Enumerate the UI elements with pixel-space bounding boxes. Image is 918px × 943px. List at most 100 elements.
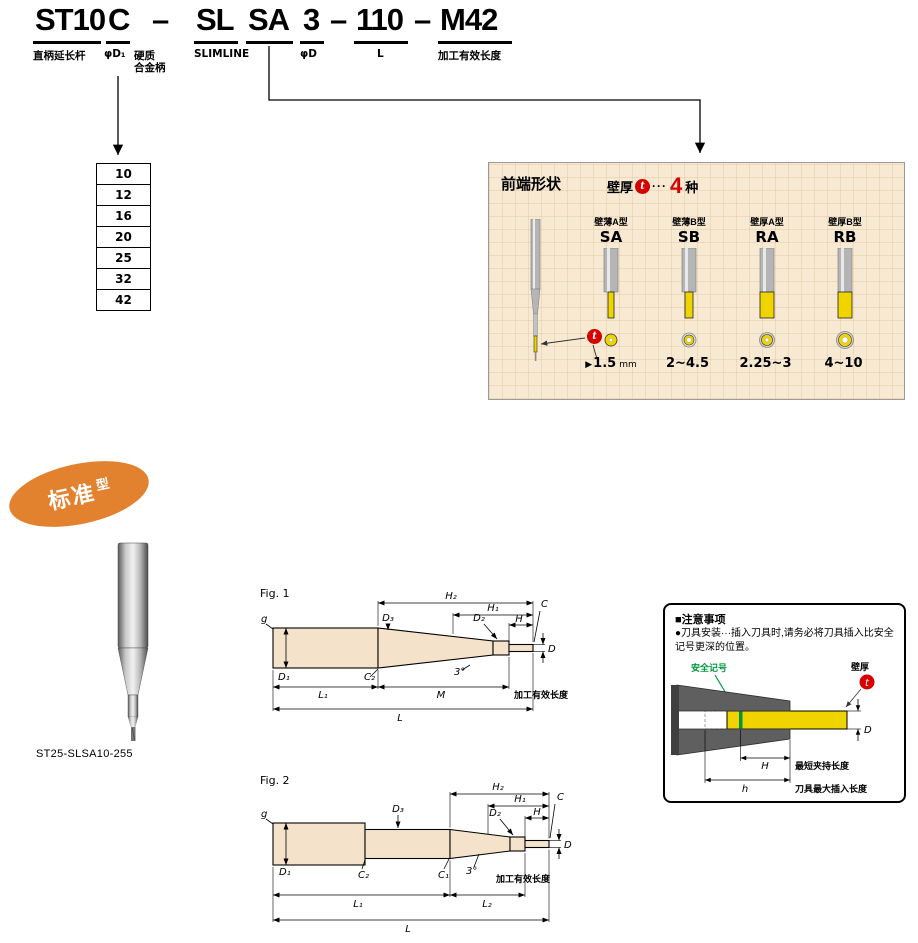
tip-category: 壁薄B型	[672, 217, 706, 227]
wall-t-text: t	[865, 678, 870, 689]
fig1-tool-outline	[272, 627, 534, 669]
fig2-dim-l: L	[405, 924, 411, 935]
tip-shape-rb-image	[836, 248, 854, 349]
max-insert-label: 刀具最大插入长度	[795, 783, 868, 795]
label-carbide-1: 硬质	[134, 50, 155, 62]
d1-option-table: 10 12 16 20 25 32 42	[96, 163, 151, 311]
code-dash-1: –	[152, 2, 169, 37]
product-photo	[117, 542, 149, 741]
tip-code: SA	[599, 228, 623, 246]
fig2-dim-d2: D₂	[489, 808, 501, 819]
fig1-dim-g: g	[261, 614, 267, 625]
label-phi-d: φD	[300, 48, 317, 60]
sample-tool-image	[530, 219, 541, 361]
tip-type-rb: 壁厚B型 RB 4~10	[810, 215, 880, 371]
underline-slimline	[194, 41, 238, 44]
notes-dim-d: D	[864, 725, 872, 736]
tip-code: SB	[677, 228, 701, 246]
fig2-dim-d: D	[564, 840, 572, 851]
tip-shape-ra-image	[759, 248, 775, 348]
code-dash-2: –	[330, 2, 347, 37]
fig1-dim-c: C	[541, 599, 548, 610]
min-clamp-label: 最短夹持长度	[795, 760, 850, 772]
notes-dim-h-upper: H	[761, 761, 769, 772]
fig2-dim-d1: D₁	[279, 867, 291, 878]
fig2-dimension-lines	[265, 791, 562, 923]
fig1-dim-d2: D₂	[473, 613, 485, 624]
fig2-dim-l2: L₂	[482, 899, 492, 910]
fig2-dim-d3: D₃	[392, 804, 404, 815]
underline-diameter	[300, 41, 324, 44]
wall-t-marker: t	[587, 329, 602, 344]
code-series: ST10	[35, 2, 106, 37]
underline-series	[33, 41, 101, 44]
fig1-dim-l1: L₁	[318, 690, 328, 701]
tip-shape-sa-image	[603, 248, 619, 347]
wall-suffix: 种	[685, 179, 699, 195]
wall-thickness-label: 壁厚	[851, 661, 869, 673]
notes-drawing: 安全记号 壁厚 t D H 最短夹持长度	[671, 661, 875, 795]
tip-category: 壁薄A型	[594, 217, 628, 227]
tip-code: RA	[755, 228, 779, 246]
holder-cross-section	[671, 684, 848, 756]
fig2-dim-l1: L₁	[353, 899, 363, 910]
d1-option: 10	[96, 163, 151, 185]
code-dash-3: –	[414, 2, 431, 37]
fig2-dim-h: H	[533, 807, 541, 818]
tip-code: RB	[833, 228, 857, 246]
fig1-dim-eff: 加工有效长度	[513, 689, 569, 701]
tip-type-ra: 壁厚A型 RA 2.25~3	[732, 215, 802, 371]
fig2-dim-c: C	[557, 792, 564, 803]
fig1-dim-d3: D₃	[382, 613, 394, 624]
fig2-tool-outline	[272, 822, 550, 866]
tip-shape-sb-image	[681, 248, 697, 348]
fig2-drawing: Fig. 2	[260, 774, 572, 935]
underline-eff-length	[438, 41, 512, 44]
tip-wall-range: 4~10	[824, 356, 863, 371]
tip-category: 壁厚B型	[828, 217, 862, 227]
tip-wall-range: 2~4.5	[666, 356, 709, 371]
d1-option: 20	[96, 226, 151, 248]
code-slimline: SL	[196, 2, 235, 37]
label-eff-length: 加工有效长度	[438, 50, 501, 62]
standard-type-badge: 标准 型	[3, 449, 155, 539]
d1-option: 32	[96, 268, 151, 290]
code-length: 110	[356, 2, 404, 37]
fig1-dim-m: M	[437, 690, 446, 701]
tip-wall-range: ▶ 1.5 mm	[585, 356, 637, 371]
fig2-dim-c1: C₁	[438, 870, 449, 881]
pointer-icon: ▶	[585, 360, 593, 370]
tip-shape-panel: 前端形状 壁厚 t ··· 4 种 t	[488, 162, 905, 400]
fig2-dim-c2: C₂	[358, 870, 369, 881]
fig1-drawing: Fig. 1	[260, 587, 569, 724]
fig1-dim-l: L	[397, 713, 403, 724]
code-tip-type: SA	[248, 2, 290, 37]
tip-type-sb: 壁薄B型 SB 2~4.5	[654, 215, 724, 371]
d1-option: 25	[96, 247, 151, 269]
underline-length	[354, 41, 408, 44]
fig2-dim-eff: 加工有效长度	[495, 873, 551, 885]
fig1-dim-c2: C₂	[364, 672, 375, 683]
notes-box: ■注意事项 ●刀具安装···插入刀具时,请务必将刀具插入比安全记号更深的位置。 …	[663, 603, 906, 803]
badge-main: 标准	[45, 479, 99, 515]
underline-shank	[106, 41, 130, 44]
label-slimline: SLIMLINE	[194, 48, 250, 60]
label-l: L	[377, 48, 384, 60]
d1-option: 42	[96, 289, 151, 311]
fig1-dim-d1: D₁	[278, 672, 290, 683]
tip-category: 壁厚A型	[750, 217, 784, 227]
wall-t-icon	[859, 674, 875, 690]
fig2-dim-h1: H₁	[514, 794, 526, 805]
fig1-dim-angle: 3°	[454, 667, 465, 678]
tip-wall-range: 2.25~3	[739, 356, 792, 371]
label-d1: φD₁	[104, 48, 126, 60]
badge-suffix: 型	[94, 475, 111, 493]
safety-mark-label: 安全记号	[691, 662, 727, 674]
fig1-title: Fig. 1	[260, 587, 290, 600]
tip-type-sa: 壁薄A型 SA ▶ 1.5 mm	[576, 215, 646, 371]
fig2-dim-g: g	[261, 809, 267, 820]
label-carbide-2: 合金柄	[134, 62, 166, 74]
fig2-title: Fig. 2	[260, 774, 290, 787]
notes-title: ■注意事项	[675, 614, 726, 626]
